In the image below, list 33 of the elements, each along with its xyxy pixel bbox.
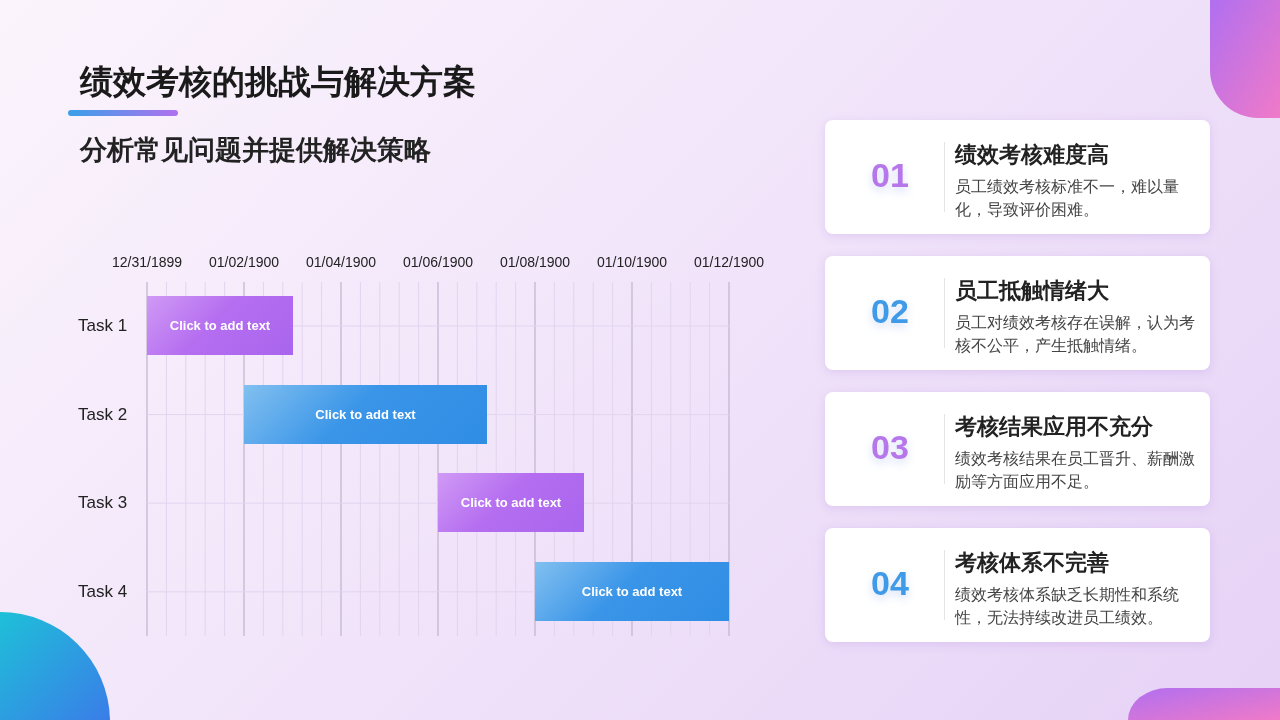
date-label: 01/04/1900 [304, 254, 378, 270]
date-label: 01/06/1900 [401, 254, 475, 270]
card-description: 员工对绩效考核存在误解，认为考核不公平，产生抵触情绪。 [955, 313, 1196, 357]
card-number: 01 [870, 156, 910, 195]
card-heading: 考核体系不完善 [955, 549, 1109, 577]
card-number: 04 [870, 564, 910, 603]
date-label: 12/31/1899 [110, 254, 184, 270]
gantt-bar: Click to add text [535, 562, 729, 621]
card-heading: 绩效考核难度高 [955, 141, 1109, 169]
gantt-bar: Click to add text [438, 473, 584, 532]
gantt-bar: Click to add text [147, 296, 293, 355]
task-label: Task 4 [78, 581, 128, 602]
card-background [825, 120, 1210, 234]
date-label: 01/10/1900 [595, 254, 669, 270]
card-description: 员工绩效考核标准不一，难以量化，导致评价困难。 [955, 177, 1180, 221]
task-label: Task 2 [78, 404, 128, 425]
date-label: 01/08/1900 [498, 254, 572, 270]
title: 绩效考核的挑战与解决方案 [80, 61, 476, 103]
card-description: 绩效考核结果在员工晋升、薪酬激励等方面应用不足。 [955, 449, 1196, 493]
subtitle: 分析常见问题并提供解决策略 [80, 133, 431, 167]
card-description: 绩效考核体系缺乏长期性和系统性，无法持续改进员工绩效。 [955, 585, 1180, 629]
card-background [825, 528, 1210, 642]
card-heading: 考核结果应用不充分 [955, 413, 1153, 441]
gantt-bar: Click to add text [244, 385, 487, 444]
card-number: 02 [870, 292, 910, 331]
date-label: 01/02/1900 [207, 254, 281, 270]
task-label: Task 1 [78, 316, 128, 336]
date-label: 01/12/1900 [692, 254, 766, 270]
card-number: 03 [870, 428, 910, 467]
card-heading: 员工抵触情绪大 [955, 277, 1109, 305]
task-label: Task 3 [78, 493, 128, 514]
card-background [825, 392, 1210, 506]
card-background [825, 256, 1210, 370]
